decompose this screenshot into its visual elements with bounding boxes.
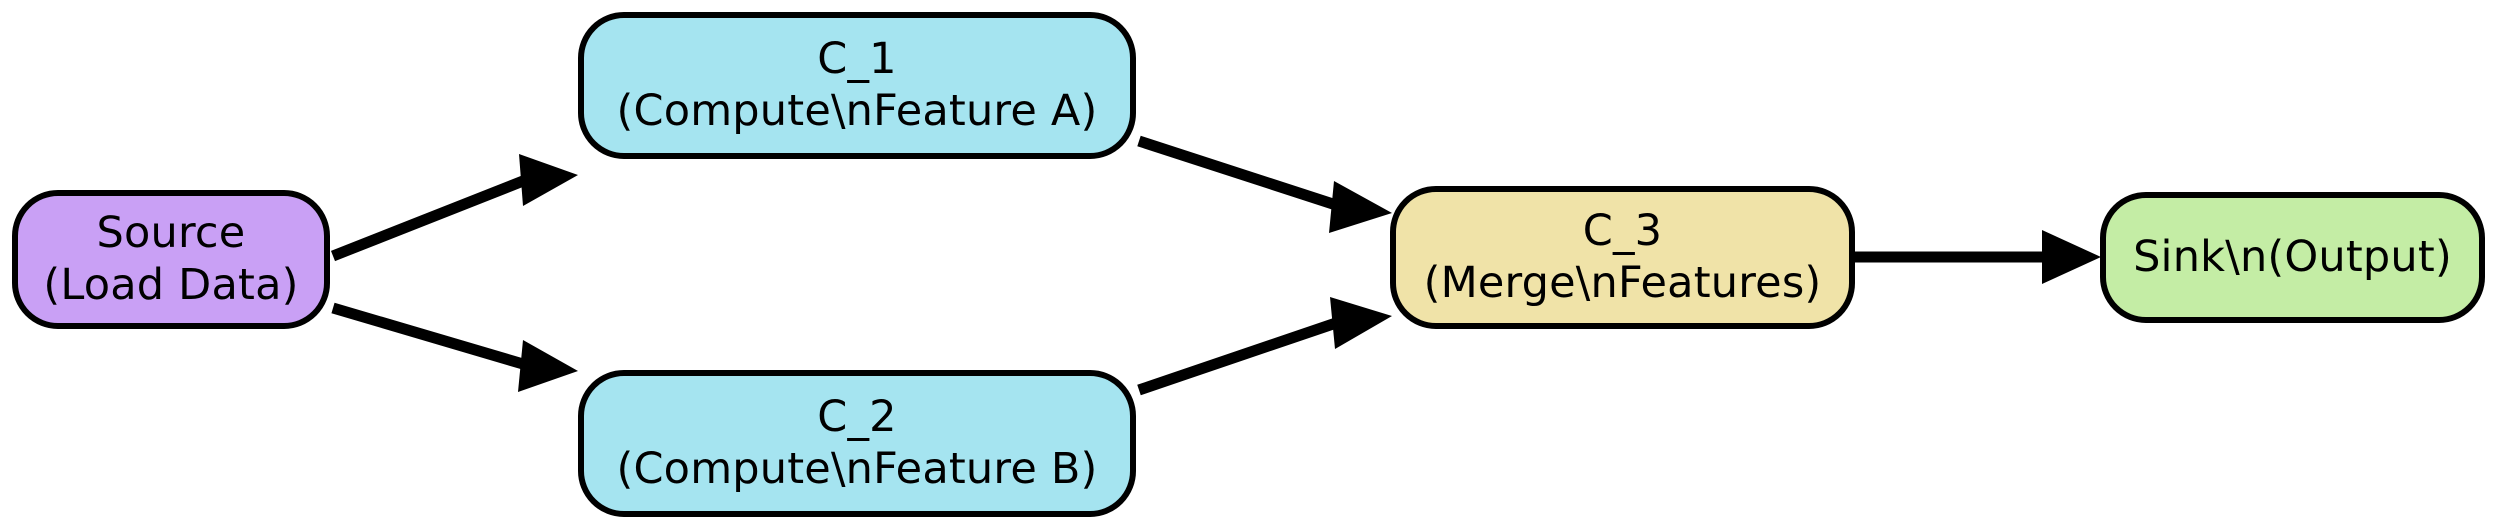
node-sink-label-line1: Sink\n(Output) bbox=[2133, 231, 2452, 282]
node-c1-label-line2: (Compute\nFeature A) bbox=[616, 85, 1098, 136]
node-sink[interactable]: Sink\n(Output) bbox=[2100, 192, 2485, 323]
node-c1[interactable]: C_1 (Compute\nFeature A) bbox=[578, 12, 1136, 159]
edge-c1-to-c3 bbox=[1137, 135, 1392, 233]
edge-source-to-c2 bbox=[331, 302, 578, 392]
node-source-label-line2: (Load Data) bbox=[43, 259, 299, 310]
node-c2-label-line2: (Compute\nFeature B) bbox=[616, 443, 1098, 494]
node-c1-label-line1: C_1 bbox=[817, 33, 897, 84]
edge-c2-to-c3 bbox=[1137, 297, 1392, 396]
node-c3-label-line2: (Merge\nFeatures) bbox=[1423, 257, 1822, 308]
edge-source-to-c1 bbox=[330, 154, 578, 262]
node-c2[interactable]: C_2 (Compute\nFeature B) bbox=[578, 370, 1136, 517]
node-source-label-line1: Source bbox=[96, 207, 246, 258]
node-c3-label-line1: C_3 bbox=[1582, 205, 1663, 256]
node-source[interactable]: Source (Load Data) bbox=[12, 190, 330, 329]
edge-c3-to-sink bbox=[1855, 230, 2101, 284]
node-c2-label-line1: C_2 bbox=[817, 391, 897, 442]
node-c3[interactable]: C_3 (Merge\nFeatures) bbox=[1390, 186, 1855, 329]
